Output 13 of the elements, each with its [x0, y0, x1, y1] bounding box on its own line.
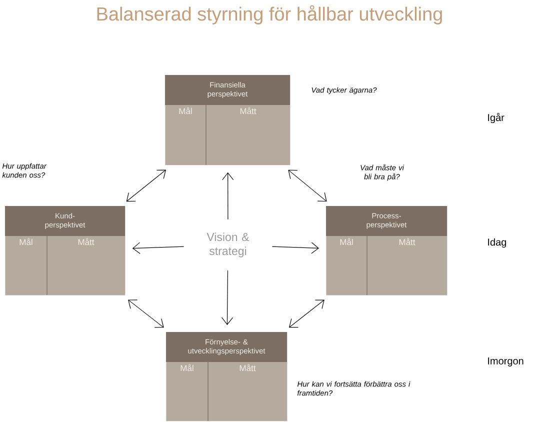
time-label: Igår: [488, 112, 504, 124]
time-label: Idag: [488, 238, 506, 248]
time-label: Imorgon: [488, 358, 524, 366]
arrow: [132, 242, 184, 254]
arrow: [128, 300, 164, 328]
arrow: [272, 242, 319, 254]
arrow: [126, 170, 166, 202]
center-text: Vision & strategi: [206, 232, 250, 258]
arrow: [221, 270, 234, 325]
arrow: [288, 170, 327, 202]
arrow: [288, 300, 324, 328]
title: Balanserad styrning för hållbar utveckling: [97, 5, 442, 24]
arrow: [222, 172, 234, 220]
